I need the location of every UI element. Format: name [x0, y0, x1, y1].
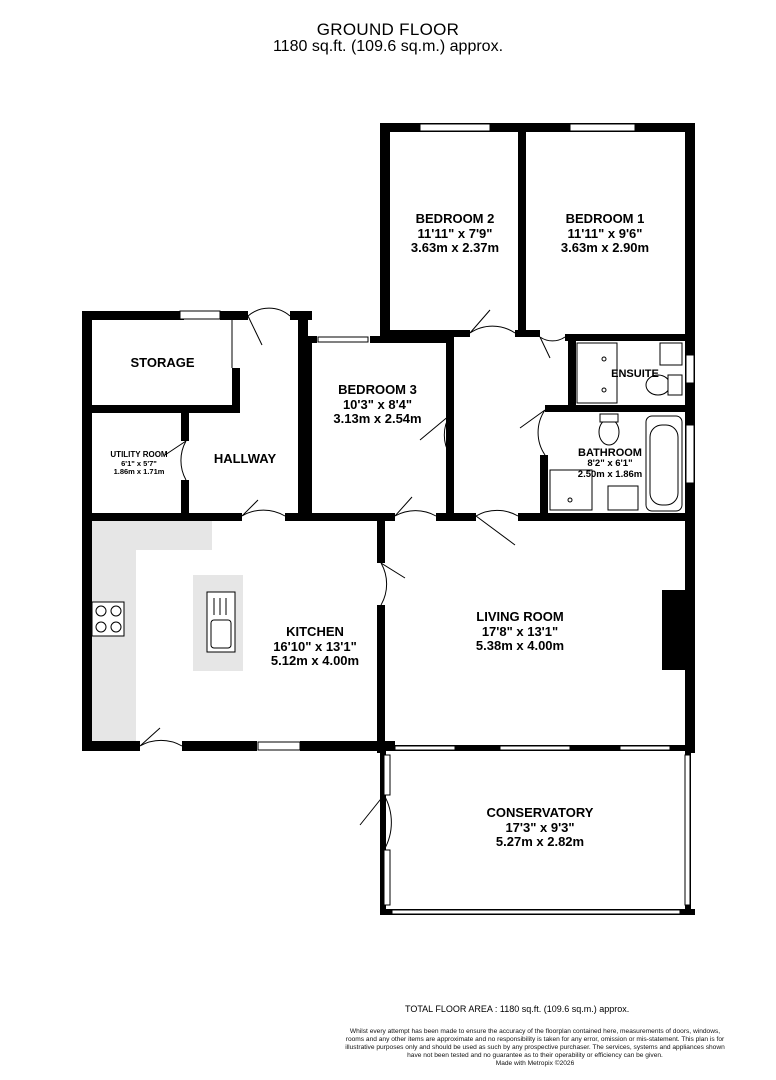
room-imperial: 11'11" x 9'6": [567, 225, 643, 241]
disclaimer-text: Whilst every attempt has been made to en…: [345, 1028, 725, 1060]
room-name: KITCHEN: [286, 624, 344, 639]
disclaimer: Whilst every attempt has been made to en…: [340, 1028, 730, 1068]
kitchen-counter: [90, 520, 243, 742]
room-storage: STORAGE: [110, 355, 215, 371]
room-metric: 3.13m x 2.54m: [333, 411, 422, 427]
floor-area: 1180 sq.ft. (109.6 sq.m.) approx.: [272, 38, 504, 55]
total-floor-area: TOTAL FLOOR AREA : 1180 sq.ft. (109.6 sq…: [405, 1004, 630, 1014]
floor-title: GROUND FLOOR: [316, 20, 460, 39]
room-metric: 3.63m x 2.37m: [410, 240, 500, 256]
room-living-room: LIVING ROOM 17'8" x 13'1" 5.38m x 4.00m: [455, 609, 585, 654]
room-name: CONSERVATORY: [486, 805, 594, 820]
room-metric: 5.27m x 2.82m: [495, 834, 585, 850]
room-imperial: 10'3" x 8'4": [342, 396, 413, 412]
room-name: STORAGE: [130, 355, 195, 370]
room-imperial: 11'11" x 7'9": [417, 225, 493, 241]
room-name: LIVING ROOM: [476, 609, 564, 624]
hob-icon: [91, 601, 125, 637]
windows: [179, 123, 695, 915]
room-ensuite: ENSUITE: [600, 368, 670, 380]
room-imperial: 17'8" x 13'1": [481, 623, 559, 639]
room-bathroom: BATHROOM 8'2" x 6'1" 2.50m x 1.86m: [560, 447, 660, 481]
room-name: UTILITY ROOM: [110, 450, 168, 459]
room-imperial: 8'2" x 6'1": [587, 458, 633, 470]
ensuite-fixtures: [576, 342, 683, 404]
room-imperial: 6'1" x 5'7": [121, 458, 157, 468]
room-hallway: HALLWAY: [195, 451, 295, 467]
room-name: BEDROOM 3: [338, 382, 417, 397]
room-name: BEDROOM 2: [415, 211, 495, 226]
doors: [139, 307, 566, 851]
room-conservatory: CONSERVATORY 17'3" x 9'3" 5.27m x 2.82m: [465, 805, 615, 850]
credit: Made with Metropix ©2026: [495, 1060, 575, 1068]
room-utility: UTILITY ROOM 6'1" x 5'7" 1.86m x 1.71m: [96, 450, 182, 477]
bathroom-fixtures: [549, 413, 683, 512]
room-name: ENSUITE: [611, 368, 659, 380]
room-bedroom-1: BEDROOM 1 11'11" x 9'6" 3.63m x 2.90m: [545, 211, 665, 256]
room-metric: 5.38m x 4.00m: [475, 638, 565, 654]
room-metric: 1.86m x 1.71m: [113, 467, 165, 477]
room-name: HALLWAY: [213, 451, 277, 466]
room-imperial: 17'3" x 9'3": [505, 819, 575, 835]
room-metric: 3.63m x 2.90m: [560, 240, 650, 256]
room-name: BATHROOM: [578, 447, 642, 459]
sink-icon: [206, 591, 236, 653]
room-metric: 5.12m x 4.00m: [270, 653, 360, 669]
room-bedroom-3: BEDROOM 3 10'3" x 8'4" 3.13m x 2.54m: [315, 382, 440, 427]
room-name: BEDROOM 1: [565, 211, 645, 226]
walls: [82, 123, 695, 915]
room-metric: 2.50m x 1.86m: [577, 468, 643, 480]
room-kitchen: KITCHEN 16'10" x 13'1" 5.12m x 4.00m: [255, 624, 375, 669]
room-imperial: 16'10" x 13'1": [273, 638, 357, 654]
room-bedroom-2: BEDROOM 2 11'11" x 7'9" 3.63m x 2.37m: [400, 211, 510, 256]
